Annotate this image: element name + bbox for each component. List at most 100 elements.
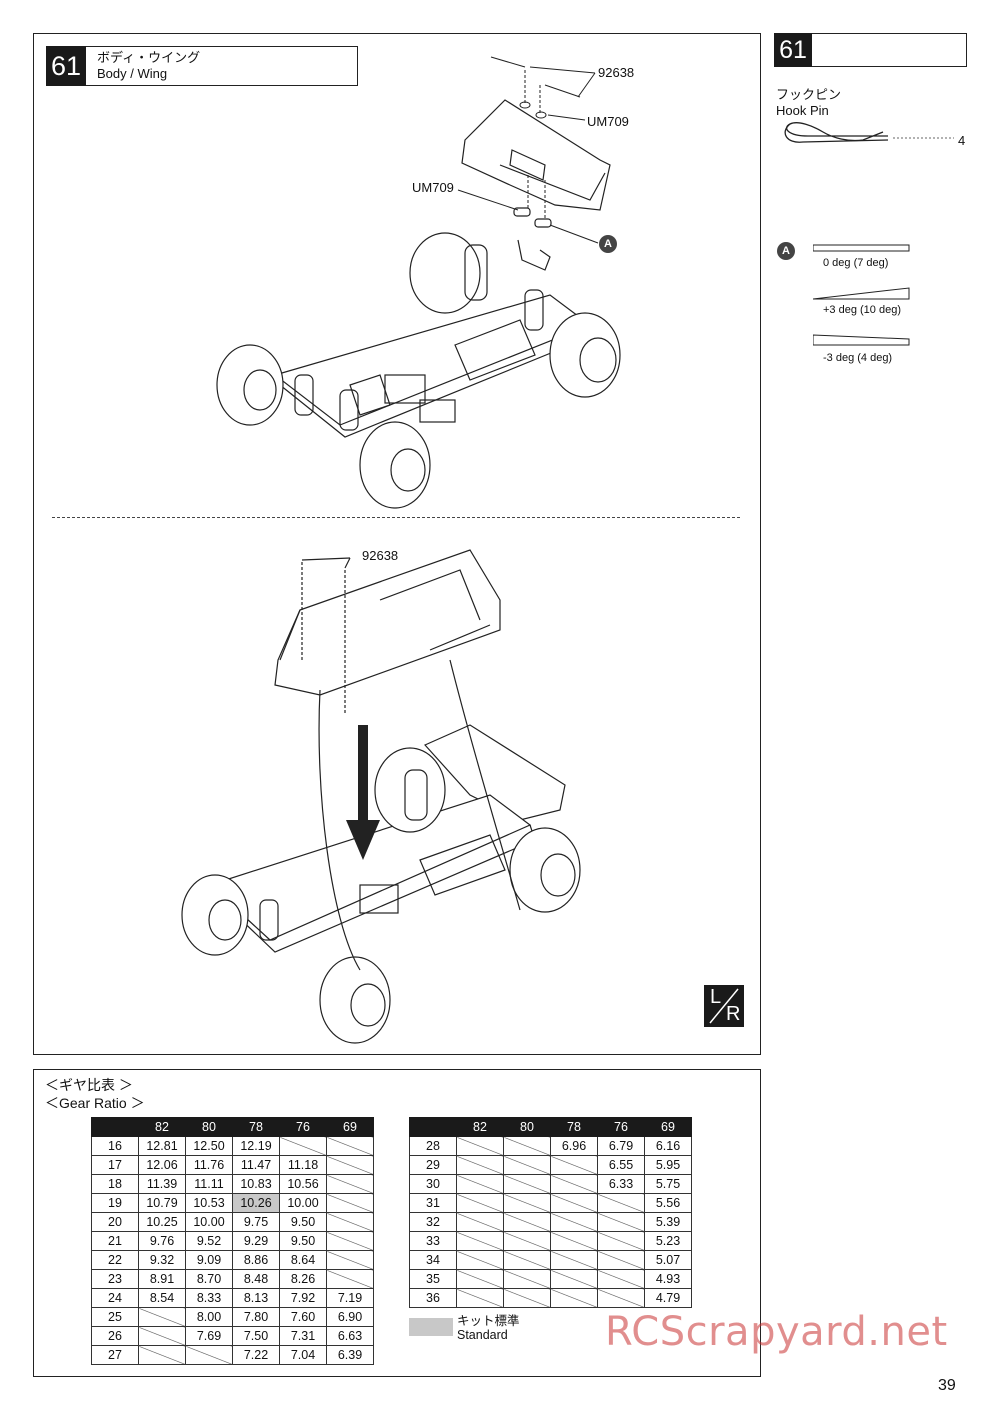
gear-ratio-cell: 8.64 bbox=[279, 1250, 327, 1270]
gear-ratio-cell-na bbox=[279, 1136, 327, 1156]
gear-ratio-cell-na bbox=[503, 1269, 551, 1289]
hook-pin-quantity: 4 bbox=[958, 133, 966, 148]
step-title-en: Body / Wing bbox=[97, 66, 168, 81]
section-divider bbox=[52, 517, 740, 518]
gear-ratio-cell: 6.33 bbox=[597, 1174, 645, 1194]
gear-ratio-cell-na bbox=[456, 1212, 504, 1232]
gear-ratio-cell-na bbox=[597, 1231, 645, 1251]
gear-ratio-cell: 8.86 bbox=[232, 1250, 280, 1270]
pinion-label: 30 bbox=[409, 1174, 457, 1194]
gear-ratio-cell: 12.50 bbox=[185, 1136, 233, 1156]
gear-ratio-cell-na bbox=[597, 1212, 645, 1232]
lr-bottom-letter: R bbox=[726, 1003, 741, 1025]
pinion-label: 16 bbox=[91, 1136, 139, 1156]
gear-ratio-cell: 10.53 bbox=[185, 1193, 233, 1213]
pinion-label: 17 bbox=[91, 1155, 139, 1175]
gear-ratio-cell-na bbox=[456, 1288, 504, 1308]
spur-header-76: 76 bbox=[597, 1117, 645, 1137]
gear-ratio-cell: 9.50 bbox=[279, 1212, 327, 1232]
pinion-label: 23 bbox=[91, 1269, 139, 1289]
gear-ratio-cell-na bbox=[503, 1288, 551, 1308]
spur-header-80: 80 bbox=[503, 1117, 551, 1137]
step-title-jp: ボディ・ウイング bbox=[97, 50, 201, 65]
pinion-label: 28 bbox=[409, 1136, 457, 1156]
standard-legend: キット標準 Standard bbox=[457, 1314, 520, 1342]
gear-ratio-cell: 4.79 bbox=[644, 1288, 692, 1308]
gear-ratio-cell: 12.19 bbox=[232, 1136, 280, 1156]
gear-ratio-cell-na bbox=[503, 1212, 551, 1232]
step-title: ボディ・ウイング Body / Wing bbox=[97, 50, 200, 82]
gear-ratio-cell: 5.56 bbox=[644, 1193, 692, 1213]
gear-ratio-cell-na bbox=[456, 1155, 504, 1175]
pinion-label: 26 bbox=[91, 1326, 139, 1346]
gear-ratio-cell: 10.00 bbox=[279, 1193, 327, 1213]
gear-ratio-cell-na bbox=[550, 1155, 598, 1175]
gear-ratio-cell: 7.92 bbox=[279, 1288, 327, 1308]
gear-ratio-cell-na bbox=[326, 1212, 374, 1232]
angle-option-0: 0 deg (7 deg) bbox=[823, 257, 889, 269]
gear-ratio-title: ＜ギヤ比表 ＞ ＜Gear Ratio ＞ bbox=[45, 1076, 145, 1112]
gear-ratio-cell: 9.50 bbox=[279, 1231, 327, 1251]
gear-ratio-cell-na bbox=[503, 1193, 551, 1213]
gear-ratio-cell-na bbox=[597, 1288, 645, 1308]
gear-ratio-cell: 9.75 bbox=[232, 1212, 280, 1232]
step-number: 61 bbox=[46, 46, 86, 86]
pinion-label: 24 bbox=[91, 1288, 139, 1308]
gear-ratio-cell: 12.06 bbox=[138, 1155, 186, 1175]
gear-ratio-cell-na bbox=[326, 1174, 374, 1194]
gear-ratio-cell: 7.04 bbox=[279, 1345, 327, 1365]
gear-ratio-cell-na bbox=[550, 1269, 598, 1289]
gear-ratio-cell: 8.00 bbox=[185, 1307, 233, 1327]
gear-ratio-cell-na bbox=[550, 1250, 598, 1270]
gear-ratio-cell-na bbox=[456, 1136, 504, 1156]
pinion-label: 20 bbox=[91, 1212, 139, 1232]
gear-ratio-cell: 5.07 bbox=[644, 1250, 692, 1270]
gear-ratio-cell: 6.39 bbox=[326, 1345, 374, 1365]
page-number: 39 bbox=[938, 1377, 956, 1394]
pinion-label: 32 bbox=[409, 1212, 457, 1232]
gear-ratio-cell-na bbox=[597, 1250, 645, 1270]
gear-ratio-cell: 8.13 bbox=[232, 1288, 280, 1308]
gear-ratio-cell-na bbox=[138, 1345, 186, 1365]
gear-ratio-cell: 7.80 bbox=[232, 1307, 280, 1327]
gear-ratio-cell-na bbox=[456, 1269, 504, 1289]
angle-marker-badge: A bbox=[599, 235, 617, 253]
spur-header-69: 69 bbox=[326, 1117, 374, 1137]
gear-ratio-cell-na bbox=[503, 1136, 551, 1156]
pinion-label: 33 bbox=[409, 1231, 457, 1251]
gear-ratio-cell: 10.00 bbox=[185, 1212, 233, 1232]
gear-ratio-cell-na bbox=[138, 1326, 186, 1346]
hook-pin-label: フックピン Hook Pin bbox=[776, 87, 841, 119]
gear-ratio-cell: 10.25 bbox=[138, 1212, 186, 1232]
gear-ratio-cell-na bbox=[550, 1174, 598, 1194]
lr-top-letter: L bbox=[710, 986, 722, 1008]
gear-ratio-cell-na bbox=[597, 1193, 645, 1213]
callout-pin-top: 92638 bbox=[598, 65, 635, 80]
gear-ratio-cell-na bbox=[138, 1307, 186, 1327]
gear-ratio-cell-na bbox=[550, 1231, 598, 1251]
gear-ratio-cell: 8.26 bbox=[279, 1269, 327, 1289]
gear-ratio-cell: 5.75 bbox=[644, 1174, 692, 1194]
gear-ratio-cell: 9.29 bbox=[232, 1231, 280, 1251]
pinion-label: 34 bbox=[409, 1250, 457, 1270]
gear-ratio-cell: 11.76 bbox=[185, 1155, 233, 1175]
spur-header-78: 78 bbox=[550, 1117, 598, 1137]
gear-ratio-cell-na bbox=[456, 1231, 504, 1251]
gear-ratio-cell-na bbox=[326, 1250, 374, 1270]
pinion-label: 29 bbox=[409, 1155, 457, 1175]
gear-ratio-cell: 7.31 bbox=[279, 1326, 327, 1346]
gear-ratio-cell: 6.55 bbox=[597, 1155, 645, 1175]
gear-ratio-cell-na bbox=[503, 1174, 551, 1194]
angle-option-minus3: -3 deg (4 deg) bbox=[823, 352, 893, 364]
pinion-label: 18 bbox=[91, 1174, 139, 1194]
gear-ratio-cell: 11.18 bbox=[279, 1155, 327, 1175]
